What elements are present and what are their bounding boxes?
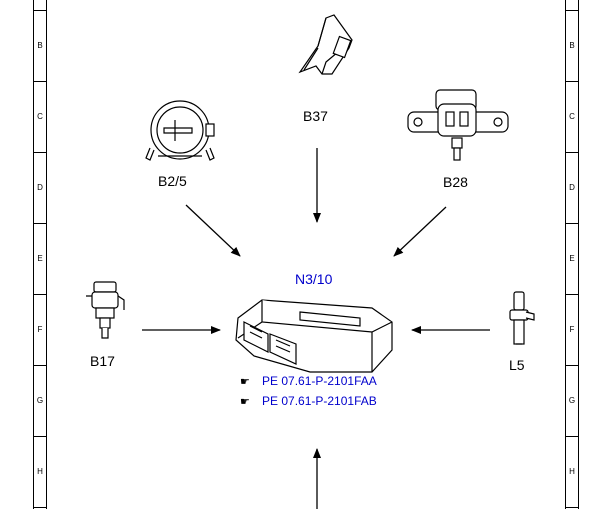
reference-link-1[interactable]: ☛ PE 07.61-P-2101FAA [240,374,377,388]
zone-label: G [568,395,576,405]
zone-label: B [37,40,43,50]
label-b37: B37 [303,108,328,124]
zone-divider [566,507,578,508]
label-l5: L5 [509,357,525,373]
zone-divider [34,10,46,11]
zone-divider [566,223,578,224]
zone-divider [34,294,46,295]
pointing-hand-icon: ☛ [240,375,250,388]
zone-label: G [36,395,44,405]
arrow-b28-to-n310 [393,206,447,257]
zone-frame-right: B C D E F G H [565,0,579,509]
zone-divider [566,365,578,366]
zone-label: H [569,466,575,476]
zone-label: F [37,324,43,334]
pointing-hand-icon: ☛ [240,395,250,408]
zone-divider [566,294,578,295]
b25-airflow-sensor-icon [145,100,215,161]
zone-label: F [569,324,575,334]
zone-label: D [569,182,575,192]
zone-divider [34,365,46,366]
zone-divider [566,81,578,82]
n310-control-unit-icon [235,299,393,373]
label-n310: N3/10 [295,271,333,287]
label-b28: B28 [443,174,468,190]
reference-text: PE 07.61-P-2101FAA [262,374,377,388]
zone-label: B [569,40,575,50]
zone-label: E [569,253,575,263]
label-b17: B17 [90,353,115,369]
zone-frame-left: B C D E F G H [33,0,47,509]
reference-link-2[interactable]: ☛ PE 07.61-P-2101FAB [240,394,377,408]
zone-divider [34,152,46,153]
l5-crankshaft-sensor-icon [509,291,535,345]
zone-divider [566,152,578,153]
b17-temperature-sensor-icon [86,281,125,339]
label-b25: B2/5 [158,173,187,189]
b37-pedal-sensor-icon [298,14,353,75]
zone-divider [34,81,46,82]
reference-text: PE 07.61-P-2101FAB [262,394,377,408]
zone-label: C [569,111,575,121]
zone-divider [566,436,578,437]
zone-label: D [37,182,43,192]
arrow-b25-to-n310 [185,204,241,257]
zone-label: E [37,253,43,263]
zone-label: H [37,466,43,476]
zone-label: C [37,111,43,121]
zone-divider [566,10,578,11]
zone-divider [34,507,46,508]
zone-divider [34,436,46,437]
zone-divider [34,223,46,224]
b28-pressure-sensor-icon [407,89,509,161]
